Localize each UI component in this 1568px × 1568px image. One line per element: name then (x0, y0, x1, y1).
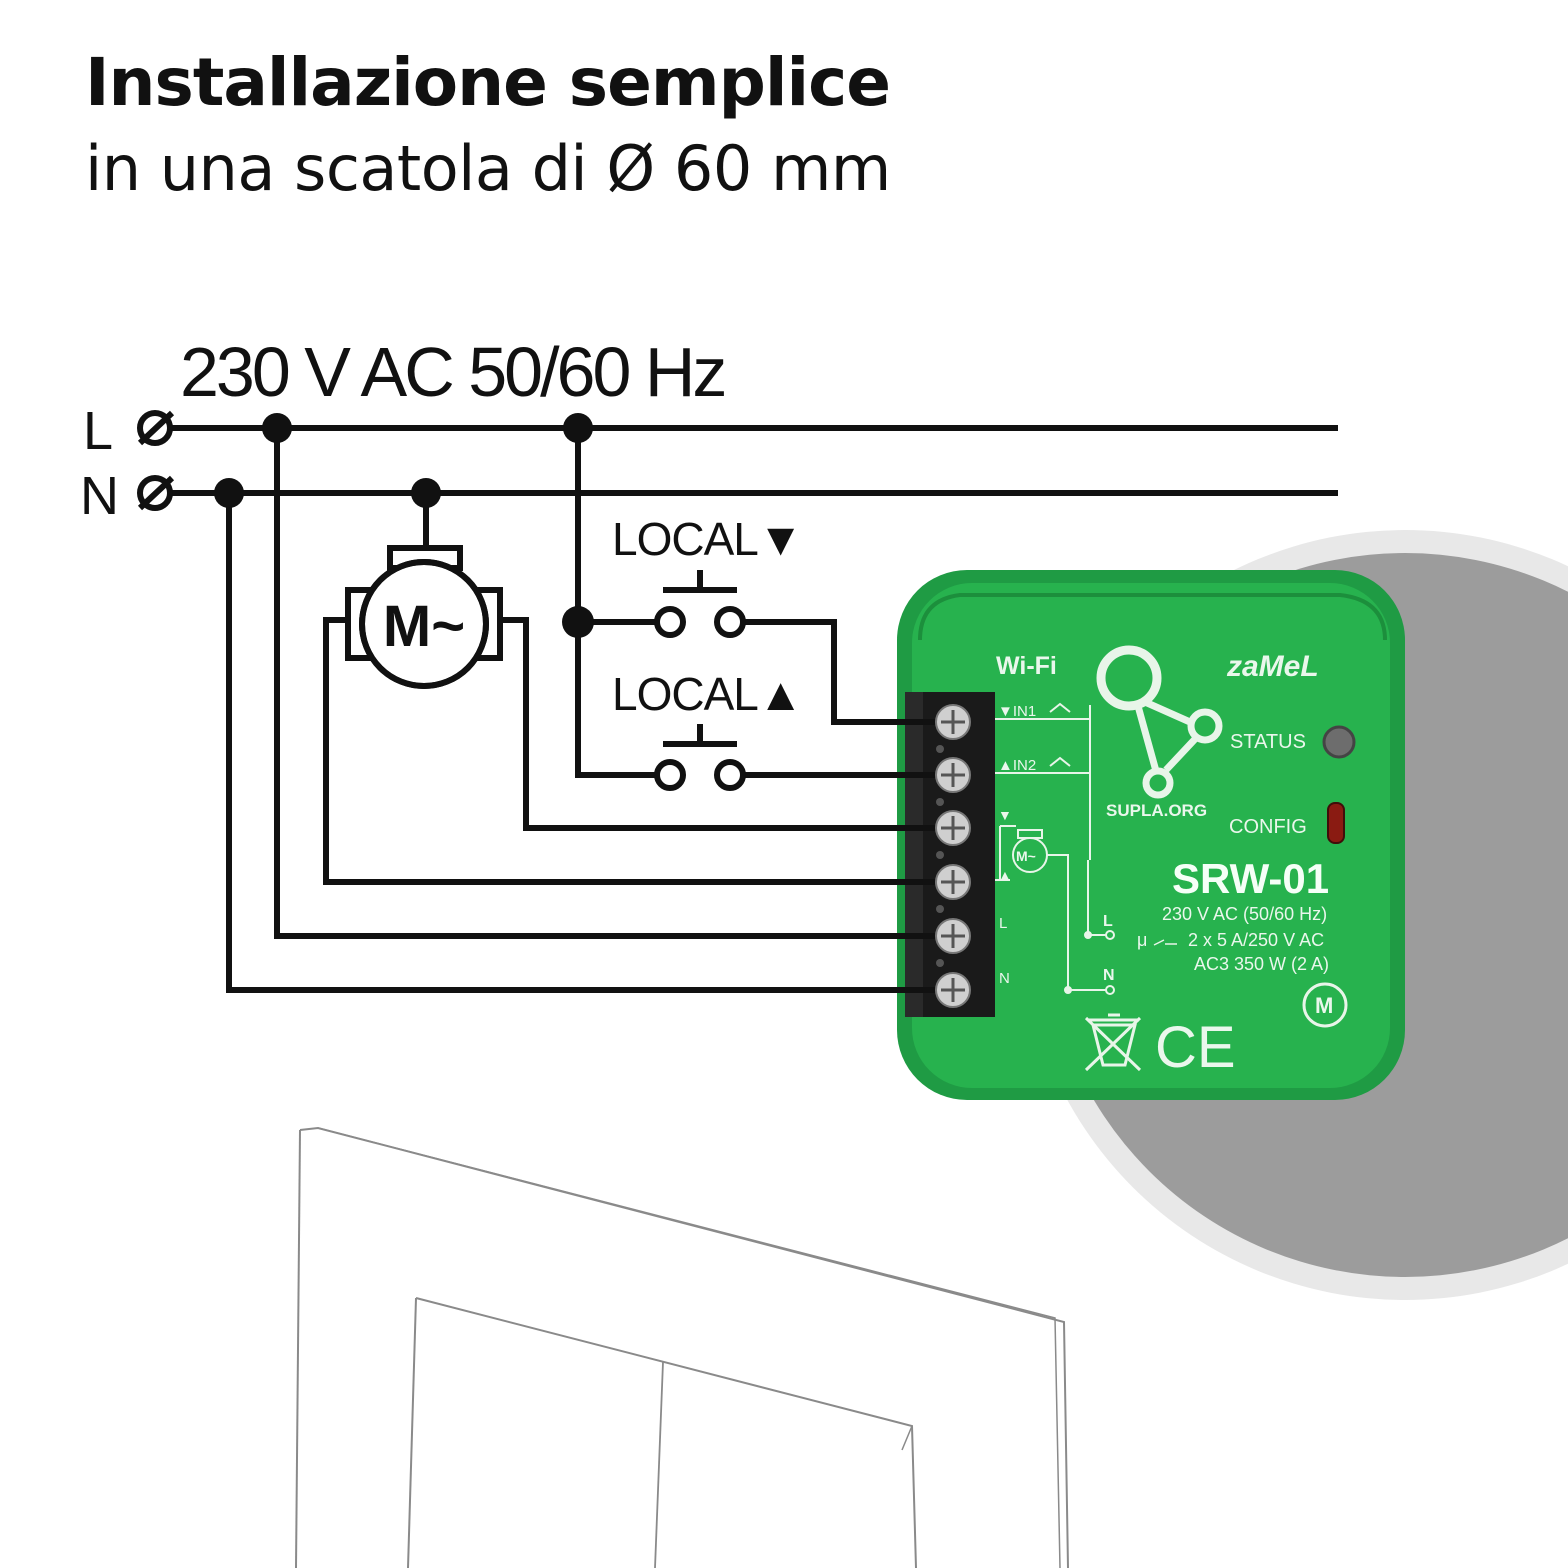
supply-terminals (137, 410, 175, 511)
terminal-screw-icon (935, 918, 971, 967)
supla-logo-icon (1096, 645, 1162, 711)
terminal-screw-icon (935, 810, 971, 859)
terminal-n-mark: N (999, 970, 1010, 987)
l-output-mark: L (1103, 913, 1113, 930)
neutral-terminal-icon (137, 475, 173, 511)
motor-badge-icon (1302, 982, 1348, 1028)
spec-power: AC3 350 W (2 A) (1194, 954, 1329, 974)
page-subtitle: in una scatola di Ø 60 mm (85, 132, 891, 205)
config-label: CONFIG (1229, 816, 1307, 838)
motor-icon (345, 545, 503, 689)
model-label: SRW-01 (1172, 855, 1329, 902)
motor-badge-label: M (1315, 993, 1333, 1018)
brand-logo: zaMeL (1226, 650, 1319, 683)
spec-voltage: 230 V AC (50/60 Hz) (1162, 904, 1327, 924)
terminal-screws (935, 704, 971, 1008)
terminal-screw-icon (935, 864, 971, 913)
supply-label: 230 V AC 50/60 Hz (180, 333, 724, 411)
page-title: Installazione semplice (85, 44, 891, 121)
neutral-label: N (80, 466, 119, 526)
in1-label: ▼IN1 (998, 703, 1036, 720)
wifi-label: Wi-Fi (996, 652, 1057, 680)
status-led (1322, 725, 1356, 759)
status-label: STATUS (1230, 731, 1306, 753)
wall-switch-drawing (295, 1126, 1069, 1568)
switch-down-label: LOCAL▼ (612, 513, 802, 565)
terminal-screw-icon (935, 972, 971, 1008)
srw-01-device (897, 570, 1405, 1100)
supla-label: SUPLA.ORG (1106, 801, 1207, 820)
line-label: L (83, 401, 113, 461)
switch-down-icon (654, 570, 746, 638)
spec-current: 2 x 5 A/250 V AC (1188, 930, 1324, 950)
line-terminal-icon (137, 410, 173, 446)
spec-relay-symbol: μ (1137, 930, 1147, 950)
terminal-screw-icon (935, 704, 971, 753)
in2-label: ▲IN2 (998, 757, 1036, 774)
wires (172, 425, 1338, 993)
switch-up-label: LOCAL▲ (612, 668, 802, 720)
device-graphics (995, 645, 1356, 1072)
terminal-l-mark: L (999, 915, 1007, 932)
terminal-down-mark: ▼ (998, 807, 1012, 823)
junction-dots (214, 413, 594, 638)
motor-small-label: M~ (1016, 848, 1036, 864)
wiring-labels: 230 V AC 50/60 Hz L N LOCAL▼ LOCAL▲ (80, 333, 803, 720)
switch-up-icon (654, 724, 746, 791)
device-text: Wi-Fi zaMeL ▼IN1 ▲IN2 STATUS SUPLA.ORG C… (996, 650, 1333, 1080)
weee-bin-icon (1084, 1013, 1142, 1072)
motor-label: M~ (383, 594, 465, 659)
terminal-screw-icon (935, 757, 971, 806)
config-button (1327, 802, 1345, 844)
n-output-mark: N (1103, 967, 1115, 984)
ce-mark: CE (1155, 1015, 1236, 1080)
terminal-up-mark: ▲ (998, 867, 1012, 883)
